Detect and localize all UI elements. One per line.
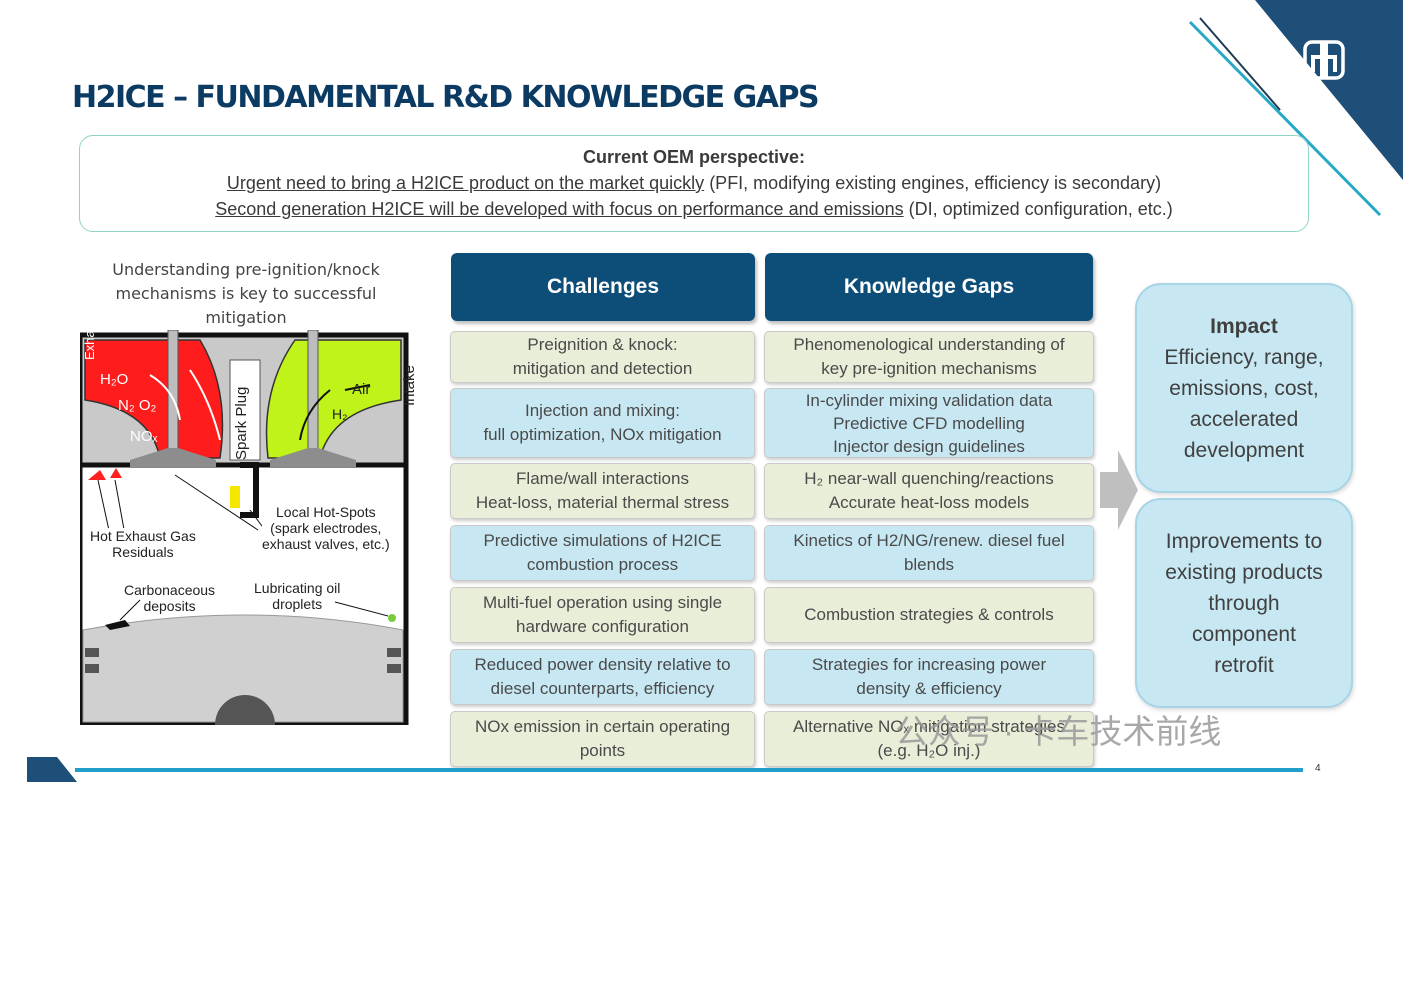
impact-body: Efficiency, range, emissions, cost, acce… bbox=[1164, 346, 1324, 462]
footer-accent bbox=[27, 757, 77, 782]
challenge-cell: NOx emission in certain operating points bbox=[450, 711, 755, 767]
corner-logo bbox=[1188, 0, 1403, 217]
knowledge-gaps-header: Knowledge Gaps bbox=[765, 253, 1093, 321]
challenge-cell: Reduced power density relative to diesel… bbox=[450, 649, 755, 705]
slide-title: H2ICE – FUNDAMENTAL R&D KNOWLEDGE GAPS bbox=[72, 80, 820, 115]
footer-line bbox=[75, 768, 1303, 772]
challenge-cell: Preignition & knock: mitigation and dete… bbox=[450, 331, 755, 383]
gap-cell: Strategies for increasing power density … bbox=[764, 649, 1094, 705]
oem-line-2: Second generation H2ICE will be develope… bbox=[80, 199, 1308, 220]
h2o-label: H₂O bbox=[100, 371, 129, 388]
gap-cell: Alternative NOₓ mitigation strategies (e… bbox=[764, 711, 1094, 767]
challenges-header: Challenges bbox=[451, 253, 755, 321]
page-number: 4 bbox=[1315, 763, 1321, 774]
challenge-cell: Injection and mixing: full optimization,… bbox=[450, 388, 755, 458]
impact-heading: Impact bbox=[1210, 315, 1278, 338]
gap-cell: H₂ near-wall quenching/reactions Accurat… bbox=[764, 463, 1094, 519]
intake-label: Intake bbox=[401, 365, 418, 406]
carbonaceous-label: Carbonaceous deposits bbox=[124, 582, 216, 614]
h2-label: H₂ bbox=[332, 406, 348, 422]
oem-line-1-rest: (PFI, modifying existing engines, effici… bbox=[704, 173, 1162, 193]
impact-panel: Impact Efficiency, range, emissions, cos… bbox=[1135, 283, 1353, 493]
oem-heading: Current OEM perspective: bbox=[582, 147, 806, 167]
nox-label: NOₓ bbox=[130, 428, 158, 445]
spark-plug-label: Spark Plug bbox=[233, 386, 250, 460]
arrow-right-icon bbox=[1100, 450, 1138, 530]
lube-oil-label: Lubricating oil droplets bbox=[254, 580, 341, 612]
challenge-cell: Flame/wall interactions Heat-loss, mater… bbox=[450, 463, 755, 519]
oem-line-2-rest: (DI, optimized configuration, etc.) bbox=[903, 199, 1173, 219]
oem-line-1-underlined: Urgent need to bring a H2ICE product on … bbox=[226, 173, 705, 193]
hot-spots-label: Local Hot-Spots (spark electrodes, exhau… bbox=[262, 504, 390, 552]
gap-cell: In-cylinder mixing validation data Predi… bbox=[764, 388, 1094, 458]
improvements-body: Improvements to existing products throug… bbox=[1165, 530, 1323, 677]
n2o2-label: N₂ O₂ bbox=[118, 397, 157, 414]
challenge-cell: Multi-fuel operation using single hardwa… bbox=[450, 587, 755, 643]
challenge-cell: Predictive simulations of H2ICE combusti… bbox=[450, 525, 755, 581]
gap-cell: Combustion strategies & controls bbox=[764, 587, 1094, 643]
engine-cylinder-diagram: Exhaust Intake Spark Plug H₂O N₂ O₂ NOₓ … bbox=[77, 313, 418, 728]
exhaust-label: Exhaust bbox=[82, 313, 97, 360]
improvements-panel: Improvements to existing products throug… bbox=[1135, 498, 1353, 708]
hot-exhaust-label: Hot Exhaust Gas Residuals bbox=[90, 528, 196, 560]
oem-perspective-box: Current OEM perspective: Urgent need to … bbox=[79, 135, 1309, 232]
oem-line-2-underlined: Second generation H2ICE will be develope… bbox=[215, 199, 904, 219]
gap-cell: Kinetics of H2/NG/renew. diesel fuel ble… bbox=[764, 525, 1094, 581]
air-label: Air bbox=[352, 381, 371, 398]
sandia-logo-icon bbox=[1303, 40, 1345, 80]
oem-line-1: Urgent need to bring a H2ICE product on … bbox=[80, 173, 1308, 194]
gap-cell: Phenomenological understanding of key pr… bbox=[764, 331, 1094, 383]
watermark: 公众号 · 卡车技术前线 bbox=[895, 713, 1222, 750]
diagram-caption: Understanding pre-ignition/knock mechani… bbox=[112, 260, 380, 327]
